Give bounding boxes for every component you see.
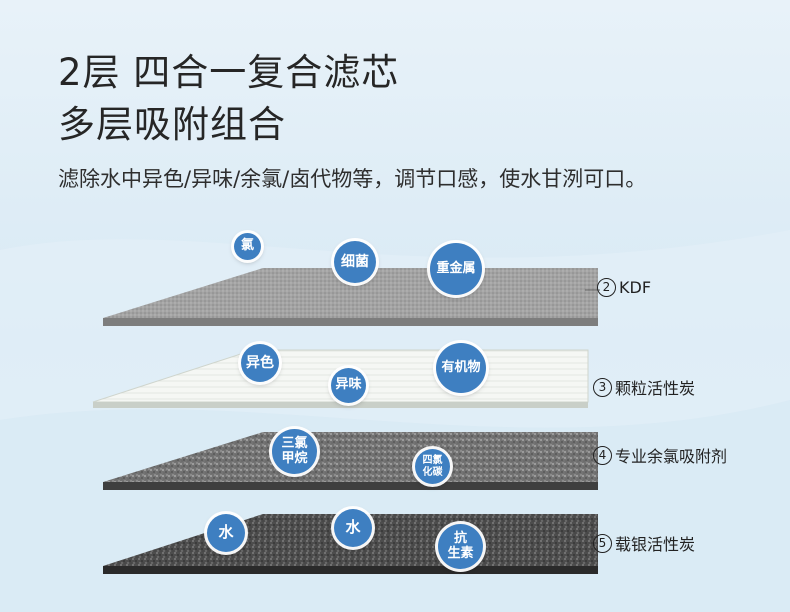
bubble-off-color: 异色 bbox=[241, 344, 279, 382]
page-subtitle: 多层吸附组合 bbox=[58, 103, 286, 146]
bubble-text-organics: 有机物 bbox=[441, 359, 481, 375]
bubble-text-chlorine: 氯 bbox=[240, 238, 254, 254]
layer-number-3: 3 bbox=[593, 377, 612, 397]
layer-label-kdf: 2 KDF bbox=[597, 278, 651, 297]
bubble-text-heavy-metal: 重金属 bbox=[436, 260, 476, 276]
bubble-text-water-left: 水 bbox=[218, 523, 234, 542]
bubble-text-bacteria: 细菌 bbox=[341, 253, 369, 270]
layer-number-4: 4 bbox=[593, 445, 612, 465]
layer-name-chlorine-adsorbent: 专业余氯吸附剂 bbox=[615, 447, 728, 466]
layer-name-granular-carbon: 颗粒活性炭 bbox=[615, 379, 696, 398]
layer-name-silver-carbon: 载银活性炭 bbox=[615, 535, 696, 554]
layer-name-kdf: KDF bbox=[619, 278, 652, 297]
layer-label-silver-carbon: 5 载银活性炭 bbox=[593, 531, 695, 555]
bubble-chlorine: 氯 bbox=[234, 233, 261, 260]
bubble-organics: 有机物 bbox=[436, 343, 486, 393]
layer-label-chlorine-adsorbent: 4 专业余氯吸附剂 bbox=[593, 443, 727, 467]
bubble-chloroform: 三氯 甲烷 bbox=[272, 429, 317, 474]
bubble-text-odor: 异味 bbox=[335, 377, 362, 393]
bubble-text-chloroform: 三氯 甲烷 bbox=[281, 435, 308, 466]
layer-chlorine-adsorbent-plate bbox=[103, 432, 598, 490]
layer-number-2: 2 bbox=[597, 278, 616, 297]
bubble-text-carbon-tetrachloride: 四氯 化碳 bbox=[422, 455, 443, 478]
bubble-antibiotics: 抗 生素 bbox=[438, 524, 483, 569]
bubble-text-antibiotics: 抗 生素 bbox=[447, 530, 474, 561]
bubble-carbon-tetrachloride: 四氯 化碳 bbox=[415, 449, 450, 484]
bubble-heavy-metal: 重金属 bbox=[430, 243, 482, 295]
bubble-water-left: 水 bbox=[207, 514, 245, 552]
layer-label-granular-carbon: 3 颗粒活性炭 bbox=[593, 375, 695, 399]
layer-number-5: 5 bbox=[593, 533, 612, 553]
bubble-text-water-right: 水 bbox=[345, 518, 361, 537]
description-text: 滤除水中异色/异味/余氯/卤代物等，调节口感，使水甘洌可口。 bbox=[58, 167, 647, 191]
bubble-odor: 异味 bbox=[331, 368, 366, 403]
page-title: 2层 四合一复合滤芯 bbox=[58, 51, 400, 94]
bubble-water-right: 水 bbox=[334, 509, 372, 547]
bubble-text-off-color: 异色 bbox=[246, 354, 274, 371]
bubble-bacteria: 细菌 bbox=[334, 241, 376, 283]
